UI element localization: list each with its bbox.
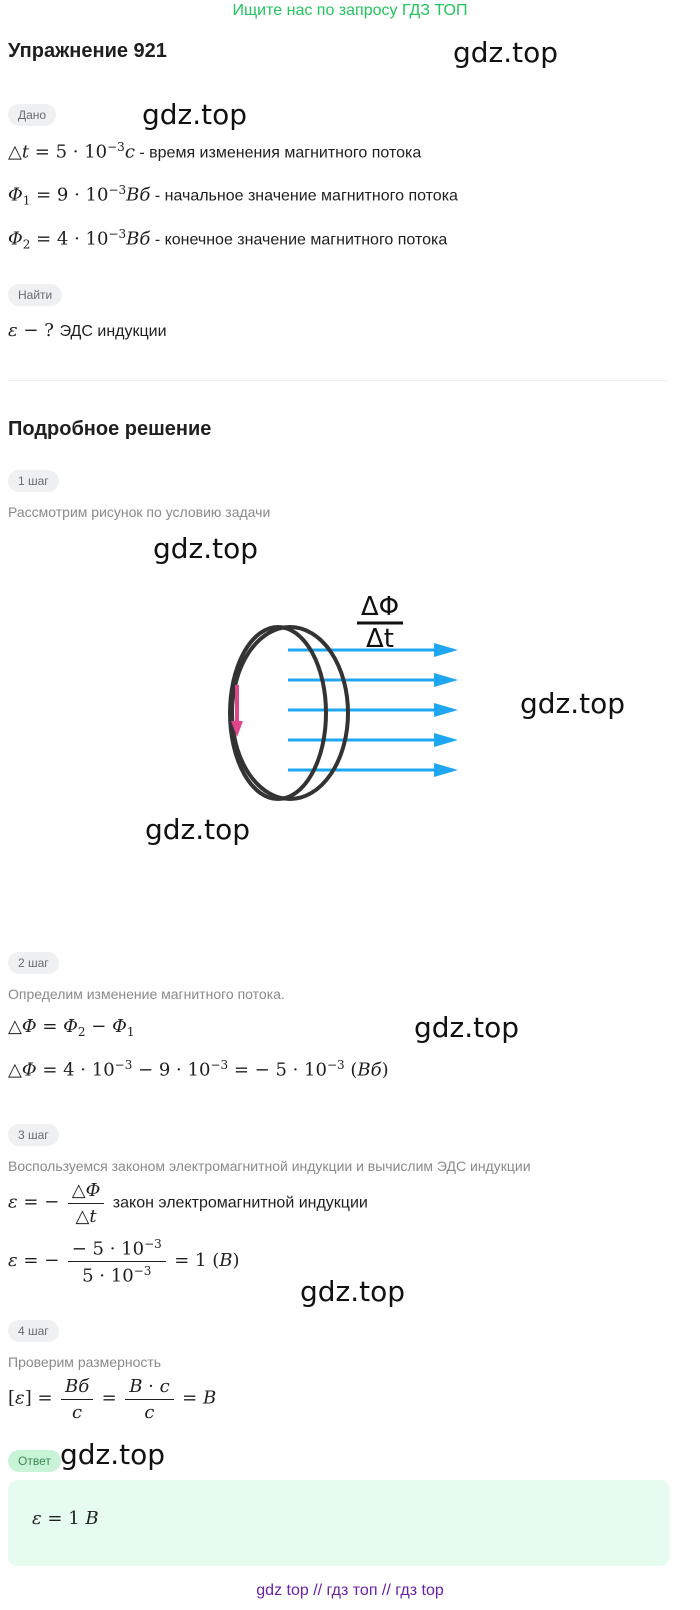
given-line-1-desc: - время изменения магнитного потока xyxy=(139,144,422,162)
step-3-text: Воспользуемся законом электромагнитной и… xyxy=(8,1158,531,1174)
watermark: gdz.top xyxy=(453,36,559,69)
watermark: gdz.top xyxy=(145,813,251,846)
page-title: Упражнение 921 xyxy=(8,40,167,62)
solution-title: Подробное решение xyxy=(8,418,212,440)
watermark: gdz.top xyxy=(414,1011,520,1044)
formula-delta-flux: △Φ = Φ2 − Φ1 xyxy=(8,1016,135,1040)
answer-box xyxy=(8,1480,670,1566)
find-pill: Найти xyxy=(8,284,63,306)
coil-ring-back xyxy=(228,625,328,801)
step-1-pill: 1 шаг xyxy=(8,470,59,492)
section-divider xyxy=(8,380,668,381)
arrowhead xyxy=(434,643,458,657)
given-line-2-desc: - начальное значение магнитного потока xyxy=(154,187,458,205)
find-line: ε − ? ЭДС индукции xyxy=(8,320,167,341)
current-arrowhead xyxy=(231,721,243,737)
watermark: gdz.top xyxy=(153,532,259,565)
watermark: gdz.top xyxy=(300,1275,406,1308)
arrowhead xyxy=(434,733,458,747)
field-arrowheads xyxy=(434,643,458,777)
formula-delta-flux-value: △Φ = 4 · 10−3 − 9 · 10−3 = − 5 · 10−3 (В… xyxy=(8,1058,389,1081)
watermark: gdz.top xyxy=(60,1438,166,1471)
coil-ring-front xyxy=(230,625,350,801)
given-pill: Дано xyxy=(8,104,57,126)
arrowhead xyxy=(434,673,458,687)
arrowhead xyxy=(434,763,458,777)
step-1-text: Рассмотрим рисунок по условию задачи xyxy=(8,504,271,520)
watermark: gdz.top xyxy=(142,98,248,131)
flux-figure: ΔΦ Δt xyxy=(228,592,458,801)
step-4-text: Проверим размерность xyxy=(8,1354,162,1370)
find-desc: ЭДС индукции xyxy=(59,323,167,340)
formula-emf-law: ε = − △Φ△t закон электромагнитной индукц… xyxy=(8,1180,368,1227)
given-line-1: △t = 5 · 10−3c - время изменения магнитн… xyxy=(8,140,422,163)
answer-formula: ε = 1 В xyxy=(32,1508,99,1529)
top-banner[interactable]: Ищите нас по запросу ГДЗ ТОП xyxy=(232,2,468,19)
watermark: gdz.top xyxy=(520,687,626,720)
answer-pill: Ответ xyxy=(8,1450,61,1472)
step-2-pill: 2 шаг xyxy=(8,952,59,974)
given-line-3: Φ2 = 4 · 10−3Вб - конечное значение магн… xyxy=(8,227,448,252)
given-line-3-desc: - конечное значение магнитного потока xyxy=(154,231,448,249)
figure-fraction-num: ΔΦ xyxy=(361,592,399,622)
step-4-pill: 4 шаг xyxy=(8,1320,59,1342)
field-arrows xyxy=(288,648,442,772)
step-3-pill: 3 шаг xyxy=(8,1124,59,1146)
step-2-text: Определим изменение магнитного потока. xyxy=(8,986,285,1002)
law-text: закон электромагнитной индукции xyxy=(112,1194,368,1212)
given-line-2: Φ1 = 9 · 10−3Вб - начальное значение маг… xyxy=(8,183,458,208)
bottom-links[interactable]: gdz top // гдз топ // гдз top xyxy=(256,1582,444,1599)
arrowhead xyxy=(434,703,458,717)
